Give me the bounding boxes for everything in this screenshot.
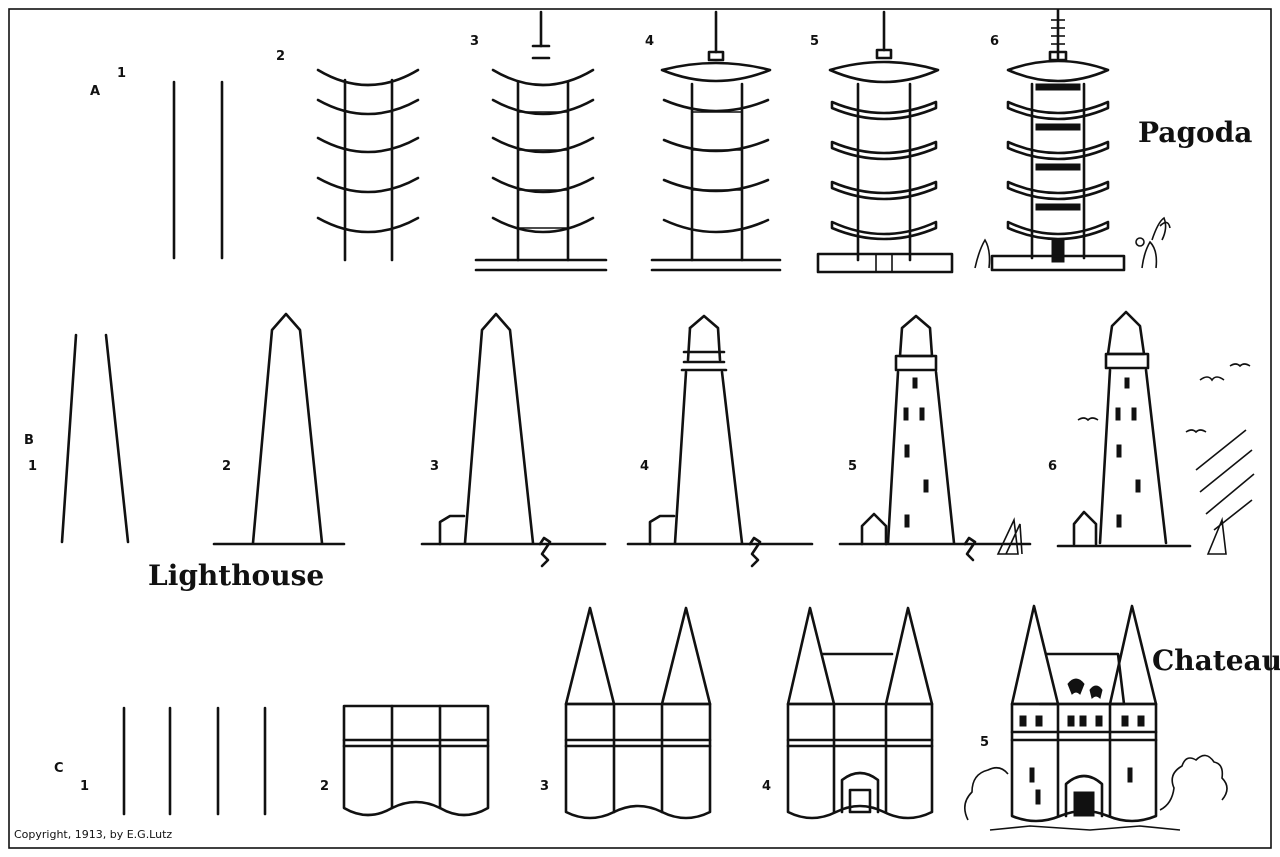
lighthouse-step-1-label: 1	[28, 459, 37, 474]
chateau-step-3	[564, 606, 712, 820]
chateau-step-4-label: 4	[762, 779, 771, 794]
pagoda-step-3	[474, 10, 608, 272]
chateau-step-3-label: 3	[540, 779, 549, 794]
row-a-letter: A	[90, 84, 100, 99]
row-c-letter: C	[54, 761, 64, 776]
lighthouse-step-1	[60, 333, 130, 544]
pagoda-step-6	[974, 8, 1171, 272]
chateau-step-1	[122, 706, 267, 816]
copyright-notice: Copyright, 1913, by E.G.Lutz	[14, 828, 172, 841]
lighthouse-title: Lighthouse	[148, 559, 324, 592]
lighthouse-step-6-label: 6	[1048, 459, 1057, 474]
lighthouse-step-6	[1056, 310, 1255, 555]
chateau-step-4	[786, 606, 934, 820]
pagoda-step-4	[650, 10, 782, 272]
pagoda-step-5-label: 5	[810, 34, 819, 49]
lighthouse-step-3-label: 3	[430, 459, 439, 474]
row-b-letter: B	[24, 433, 34, 448]
chateau-step-1-label: 1	[80, 779, 89, 794]
chateau-step-5	[964, 604, 1228, 831]
chateau-step-2-label: 2	[320, 779, 329, 794]
pagoda-step-1-label: 1	[117, 66, 126, 81]
lighthouse-step-4	[626, 314, 814, 568]
pagoda-step-6-label: 6	[990, 34, 999, 49]
lighthouse-step-4-label: 4	[640, 459, 649, 474]
chateau-step-2	[342, 704, 490, 817]
pagoda-step-1	[172, 80, 224, 260]
pagoda-step-4-label: 4	[645, 34, 654, 49]
pagoda-title: Pagoda	[1138, 116, 1252, 149]
lighthouse-step-3	[420, 312, 607, 568]
pagoda-step-2	[316, 68, 420, 262]
chateau-step-5-label: 5	[980, 735, 989, 750]
plate-border	[8, 8, 1272, 849]
pagoda-step-2-label: 2	[276, 49, 285, 64]
pagoda-step-3-label: 3	[470, 34, 479, 49]
chateau-title: Chateau	[1152, 644, 1280, 677]
lighthouse-step-5-label: 5	[848, 459, 857, 474]
lighthouse-step-5	[838, 314, 1032, 562]
lighthouse-step-2	[212, 312, 346, 546]
lighthouse-step-2-label: 2	[222, 459, 231, 474]
pagoda-step-5	[816, 10, 954, 274]
